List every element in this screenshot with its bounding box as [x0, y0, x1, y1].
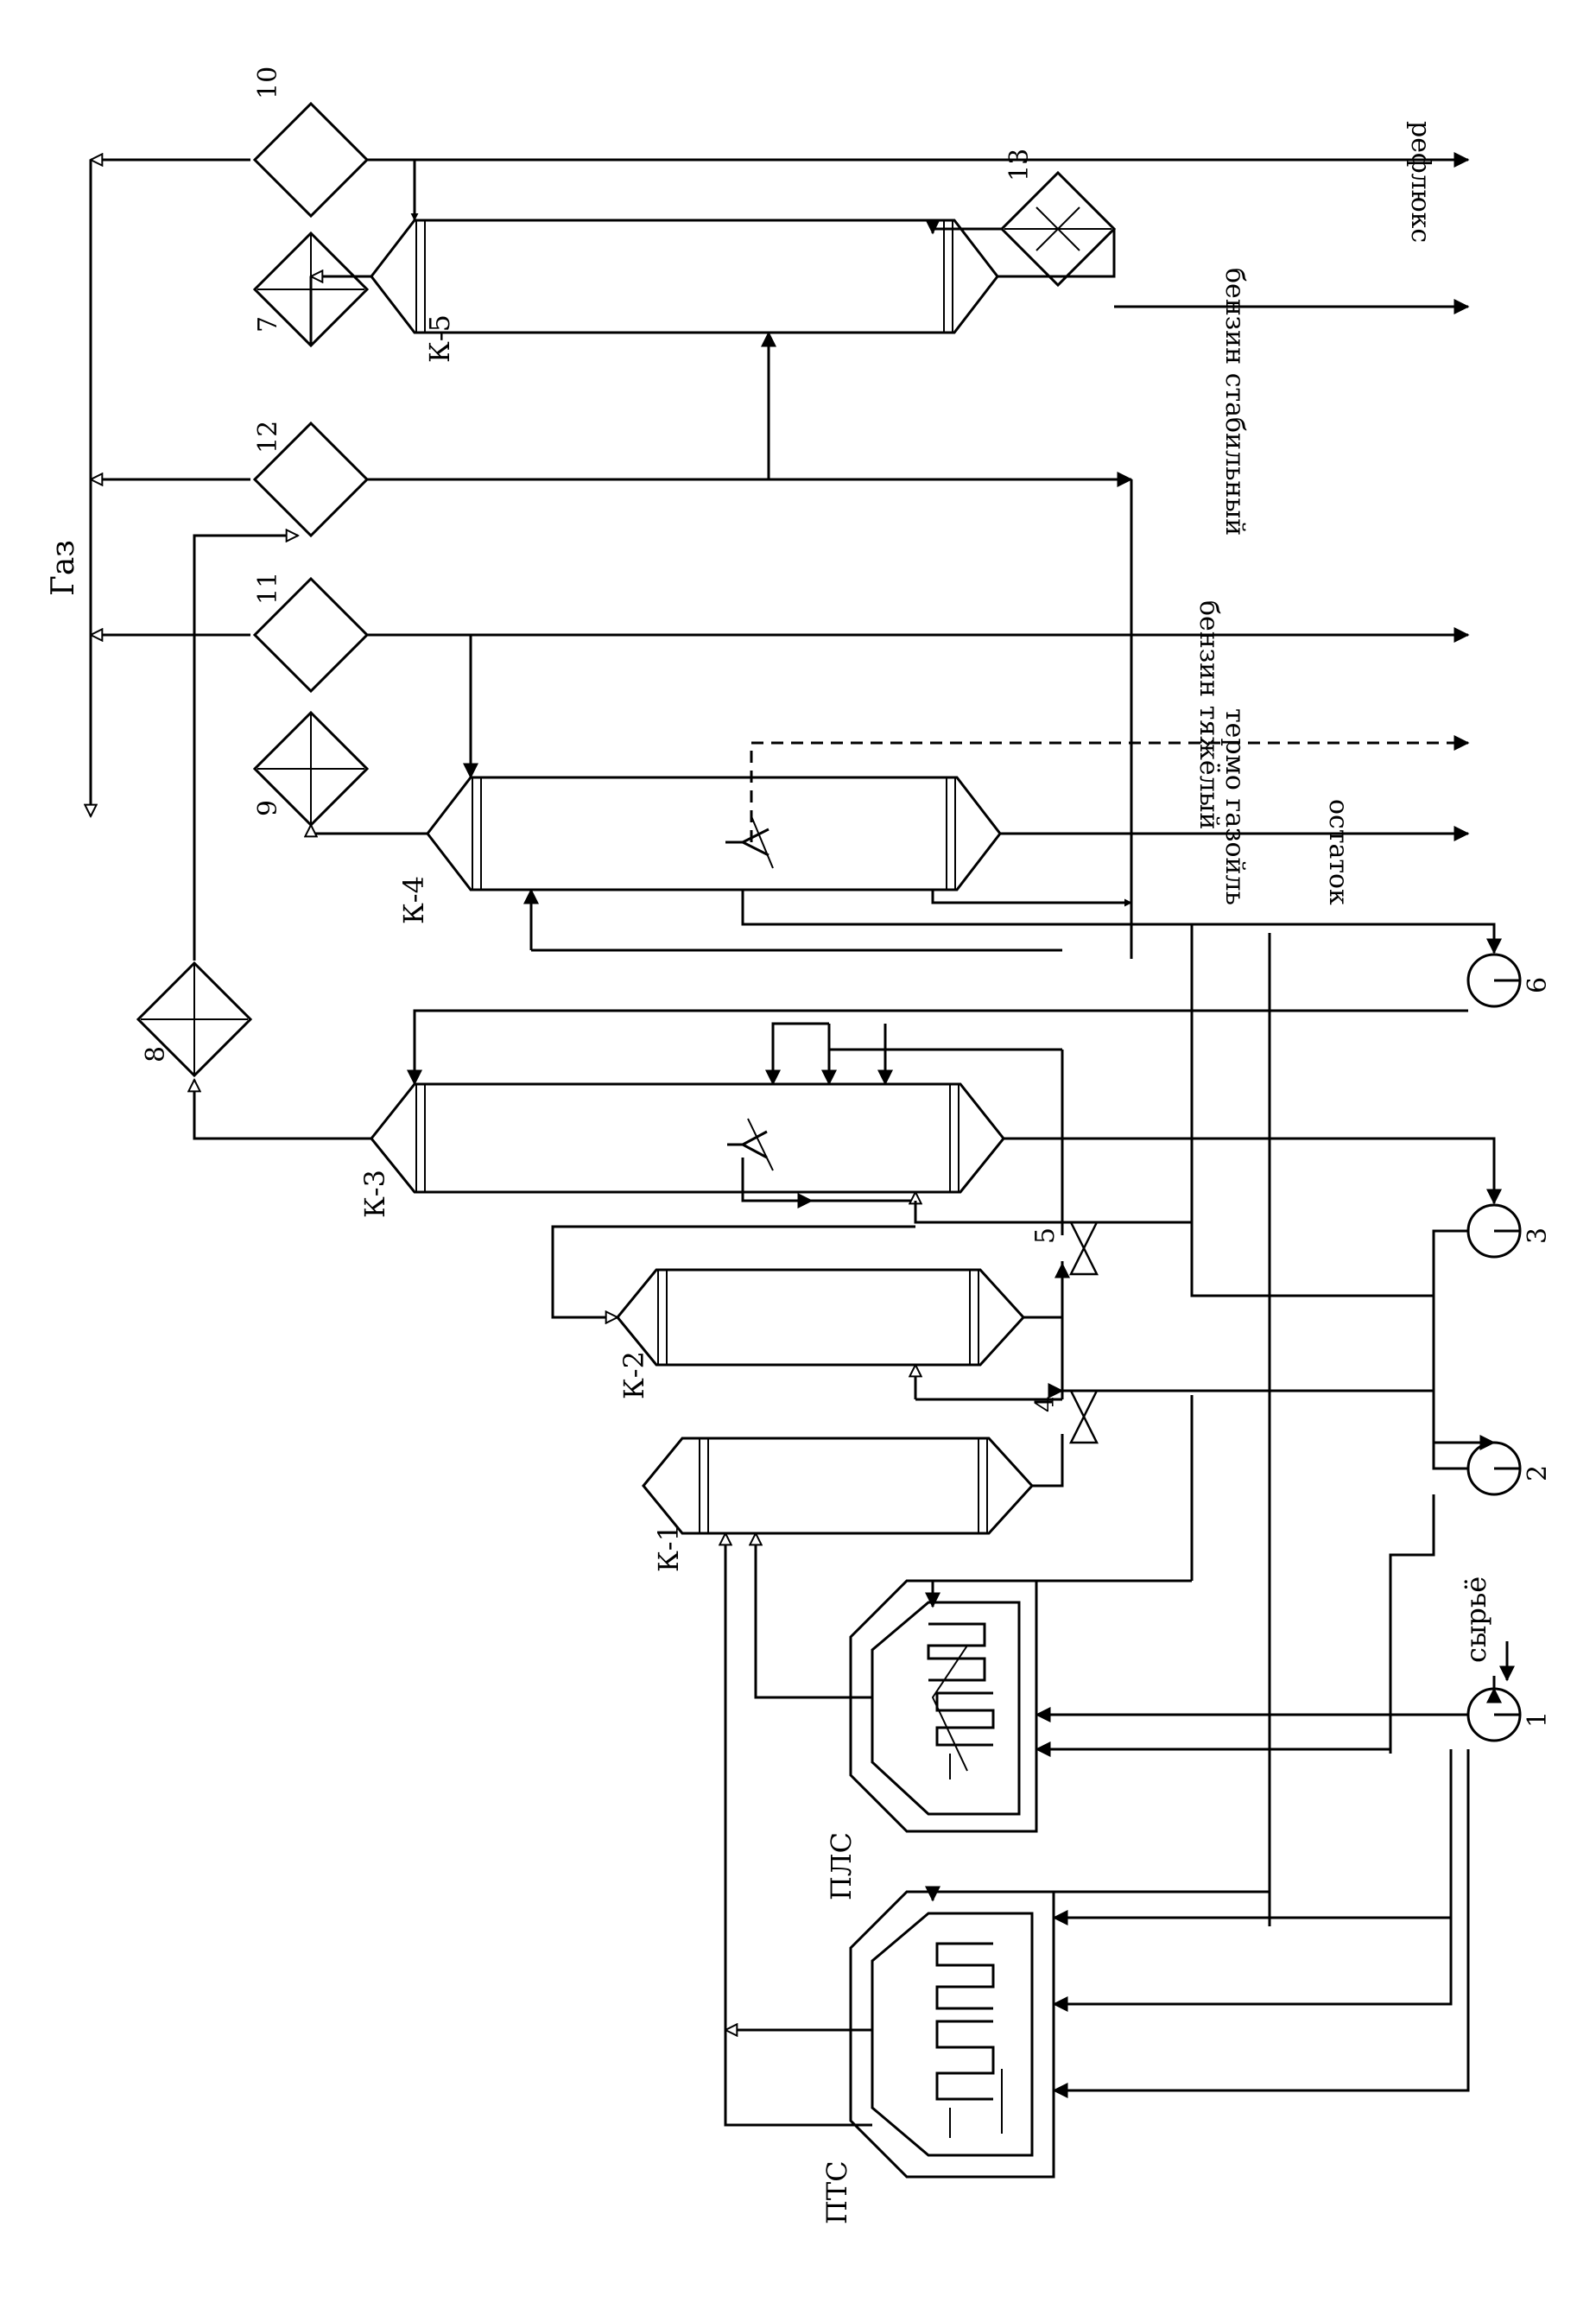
heat-exchanger-8	[136, 961, 253, 1078]
label-k5: К-5	[423, 314, 456, 363]
product-residue: остаток	[1323, 799, 1353, 905]
column-k1	[642, 1437, 1035, 1535]
column-k2	[616, 1268, 1026, 1367]
label-pls: ПЛС	[825, 1832, 858, 1900]
num-10: 10	[253, 67, 283, 99]
column-k4	[426, 776, 1002, 891]
num-7: 7	[253, 316, 283, 333]
valve-5	[1068, 1221, 1099, 1276]
label-k3: К-3	[358, 1170, 391, 1218]
product-heavy-gasoline: бензин тяжёлый	[1194, 600, 1224, 830]
valve-4	[1068, 1389, 1099, 1444]
heat-exchanger-13	[999, 170, 1117, 288]
separator-11	[252, 576, 370, 694]
num-1: 1	[1523, 1711, 1553, 1728]
product-thermogasoil: термо газойль	[1219, 708, 1250, 905]
separator-12	[252, 421, 370, 538]
num-6: 6	[1523, 977, 1553, 993]
num-3: 3	[1523, 1227, 1553, 1244]
pump-3	[1466, 1203, 1522, 1259]
pump-2	[1466, 1441, 1522, 1496]
label-raw: сырьё	[1460, 1576, 1492, 1663]
label-gas: Газ	[46, 540, 81, 596]
label-k4: К-4	[397, 876, 430, 924]
product-reflux: рефлюкс	[1405, 121, 1435, 243]
product-stable-gasoline: бензин стабильный	[1219, 268, 1250, 536]
separator-10	[252, 101, 370, 219]
num-11: 11	[253, 572, 283, 605]
num-8: 8	[141, 1046, 171, 1063]
label-k1: К-1	[652, 1524, 685, 1572]
label-k2: К-2	[618, 1351, 650, 1399]
furnace-pts	[849, 1890, 1055, 2179]
num-4: 4	[1030, 1396, 1061, 1412]
column-k3	[370, 1082, 1005, 1194]
furnace-pls	[849, 1579, 1038, 1833]
pump-6	[1466, 953, 1522, 1008]
pump-1	[1466, 1687, 1522, 1742]
num-5: 5	[1030, 1227, 1061, 1244]
num-9: 9	[253, 800, 283, 816]
label-pts: ПТС	[820, 2160, 853, 2224]
num-13: 13	[1004, 149, 1035, 181]
column-k5	[370, 219, 999, 334]
num-2: 2	[1523, 1465, 1553, 1481]
num-12: 12	[253, 421, 283, 454]
